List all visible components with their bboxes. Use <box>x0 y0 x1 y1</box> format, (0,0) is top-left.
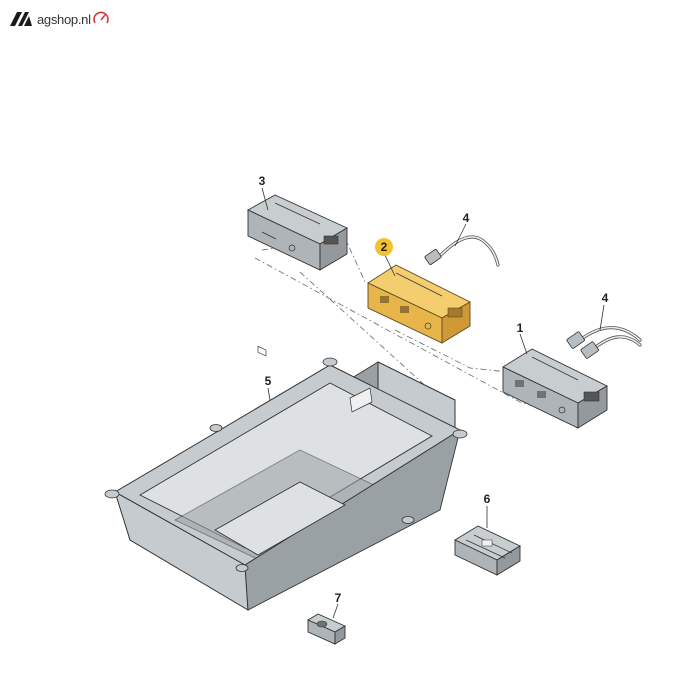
leader-lines <box>261 187 605 619</box>
logo-text: agshop.nl <box>37 11 91 27</box>
part-3-module[interactable] <box>247 194 348 357</box>
callout-labels: 3 2 4 4 1 5 6 7 <box>259 174 609 605</box>
callout-2-highlight <box>375 238 393 256</box>
part-4-cable-double[interactable] <box>566 326 642 359</box>
part-5-tray[interactable] <box>104 357 468 611</box>
callout-6[interactable]: 6 <box>484 492 491 506</box>
part-7-clip[interactable] <box>307 613 346 645</box>
callout-2[interactable]: 2 <box>381 240 388 254</box>
vag-logo-icon <box>10 12 32 26</box>
part-6-connector-block[interactable] <box>454 525 521 576</box>
part-2-module-highlighted[interactable] <box>367 264 471 344</box>
part-4-cable-single[interactable] <box>424 235 500 267</box>
callout-1[interactable]: 1 <box>517 321 524 335</box>
callout-4-right[interactable]: 4 <box>602 291 609 305</box>
callout-3[interactable]: 3 <box>259 174 266 188</box>
callout-5[interactable]: 5 <box>265 374 272 388</box>
callout-4-upper[interactable]: 4 <box>463 211 470 225</box>
part-1-module[interactable] <box>502 348 608 429</box>
speedometer-icon <box>92 11 109 24</box>
callout-7[interactable]: 7 <box>335 591 342 605</box>
site-logo[interactable]: agshop.nl <box>8 10 110 28</box>
